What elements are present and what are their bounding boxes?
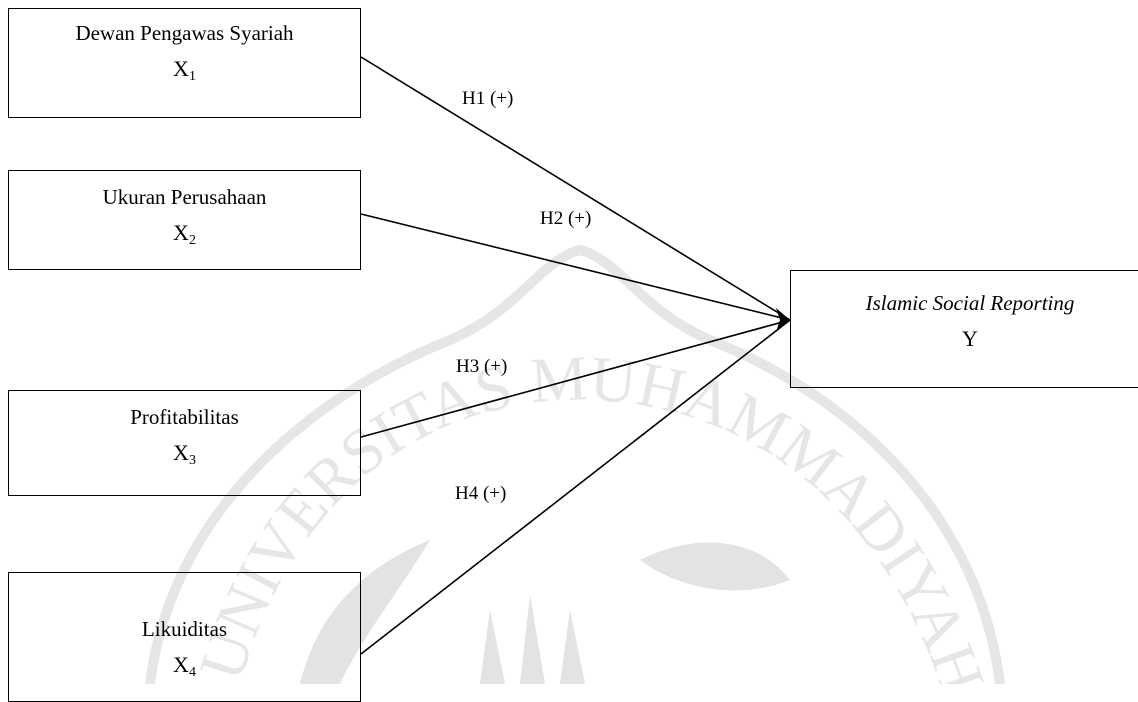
variable-box-x1: Dewan Pengawas Syariah X1 [8, 8, 361, 118]
variable-box-x3: Profitabilitas X3 [8, 390, 361, 496]
variable-symbol-x1: X1 [173, 56, 196, 85]
hypothesis-label-h1: H1 (+) [462, 88, 514, 109]
path-arrows [360, 56, 791, 655]
seal-outer-arc [145, 244, 1005, 684]
arrow-h4 [360, 319, 791, 655]
dependent-variable-symbol: Y [962, 326, 978, 352]
hypothesis-label-h4: H4 (+) [455, 483, 507, 504]
university-seal-watermark: UNIVERSITAS MUHAMMADIYAH [145, 244, 1005, 684]
arrow-h2 [360, 213, 791, 321]
variable-name-x3: Profitabilitas [130, 405, 239, 429]
seal-crown [480, 595, 585, 684]
variable-symbol-x2: X2 [173, 220, 196, 249]
variable-box-x4: Likuiditas X4 [8, 572, 361, 702]
arrowhead [776, 308, 790, 332]
seal-leaf [640, 542, 790, 591]
variable-symbol-x3: X3 [173, 440, 196, 469]
dependent-variable-box: Islamic Social Reporting Y [790, 270, 1138, 388]
arrow-h1 [360, 56, 791, 321]
arrow-h3 [360, 319, 791, 438]
variable-box-x2: Ukuran Perusahaan X2 [8, 170, 361, 270]
seal-laurel-left [300, 540, 430, 684]
variable-name-x4: Likuiditas [141, 617, 228, 641]
hypothesis-label-h2: H2 (+) [540, 208, 592, 229]
hypothesis-label-h3: H3 (+) [456, 356, 508, 377]
variable-symbol-x4: X4 [173, 652, 196, 681]
variable-name-x2: Ukuran Perusahaan [102, 185, 267, 209]
variable-name-x1: Dewan Pengawas Syariah [75, 21, 294, 45]
dependent-variable-name: Islamic Social Reporting [865, 291, 1075, 315]
